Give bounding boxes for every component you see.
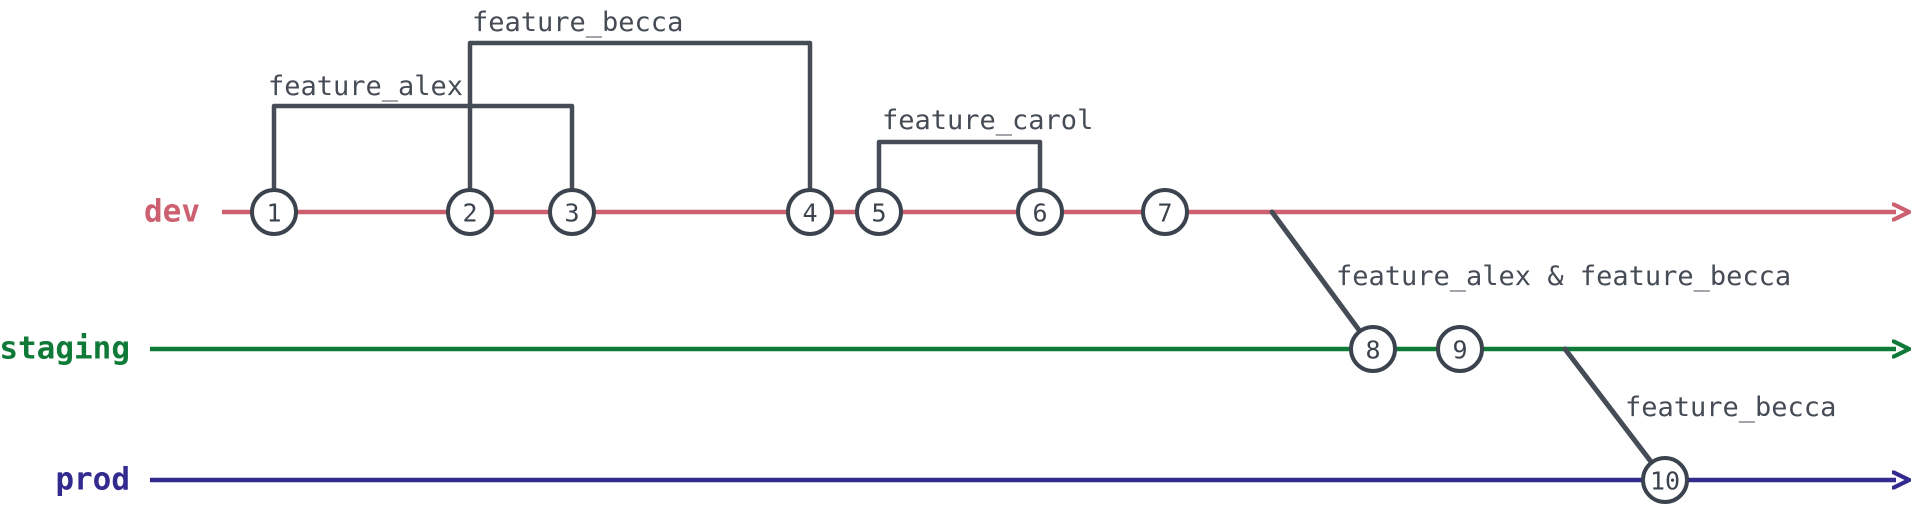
- branch-label-dev: dev: [144, 194, 200, 230]
- branch-labels-group: dev staging prod: [0, 194, 200, 498]
- commit-label: 1: [266, 199, 281, 228]
- feature-label-feature_alex: feature_alex: [268, 71, 463, 102]
- commit-node-4[interactable]: 4: [786, 188, 834, 236]
- commit-circle: [548, 188, 596, 236]
- commit-label: 6: [1032, 199, 1047, 228]
- commit-node-5[interactable]: 5: [855, 188, 903, 236]
- merge-label-dev-to-staging: feature_alex & feature_becca: [1336, 261, 1791, 292]
- commit-label: 3: [564, 199, 579, 228]
- commit-node-9[interactable]: 9: [1436, 325, 1484, 373]
- commit-node-7[interactable]: 7: [1141, 188, 1189, 236]
- feature-bracket-feature_carol: [876, 139, 1043, 215]
- feature-bracket-feature_becca: [467, 40, 813, 215]
- branch-label-staging: staging: [0, 331, 130, 367]
- commit-label: 5: [871, 199, 886, 228]
- commit-nodes-group: 1 2 3 4 5 6 7: [250, 188, 1689, 504]
- merge-labels-group: feature_alex & feature_becca feature_bec…: [1336, 261, 1836, 423]
- feature-branch-brackets-group: [271, 40, 1043, 215]
- commit-circle: [1641, 456, 1689, 504]
- commit-node-8[interactable]: 8: [1349, 325, 1397, 373]
- commit-label: 4: [802, 199, 817, 228]
- commit-node-3[interactable]: 3: [548, 188, 596, 236]
- commit-label: 9: [1452, 336, 1467, 365]
- commit-node-2[interactable]: 2: [446, 188, 494, 236]
- commit-circle: [1349, 325, 1397, 373]
- commit-circle: [446, 188, 494, 236]
- feature-labels-group: feature_alex feature_becca feature_carol: [268, 7, 1093, 136]
- commit-node-6[interactable]: 6: [1016, 188, 1064, 236]
- merge-label-staging-to-prod: feature_becca: [1625, 392, 1836, 423]
- commit-label: 10: [1650, 467, 1680, 496]
- commit-label: 7: [1157, 199, 1172, 228]
- commit-circle: [250, 188, 298, 236]
- merge-line-staging-to-prod: [1562, 346, 1668, 483]
- feature-label-feature_becca: feature_becca: [472, 7, 683, 38]
- branch-label-prod: prod: [55, 462, 130, 498]
- commit-circle: [1141, 188, 1189, 236]
- commit-circle: [786, 188, 834, 236]
- merge-lines-group: [1269, 209, 1668, 483]
- commit-circle: [1016, 188, 1064, 236]
- commit-label: 8: [1365, 336, 1380, 365]
- commit-node-10[interactable]: 10: [1641, 456, 1689, 504]
- feature-label-feature_carol: feature_carol: [882, 105, 1093, 136]
- commit-circle: [1436, 325, 1484, 373]
- feature-bracket-feature_alex: [271, 103, 575, 215]
- commit-circle: [855, 188, 903, 236]
- commit-label: 2: [462, 199, 477, 228]
- merge-line-dev-to-staging: [1269, 209, 1376, 352]
- commit-node-1[interactable]: 1: [250, 188, 298, 236]
